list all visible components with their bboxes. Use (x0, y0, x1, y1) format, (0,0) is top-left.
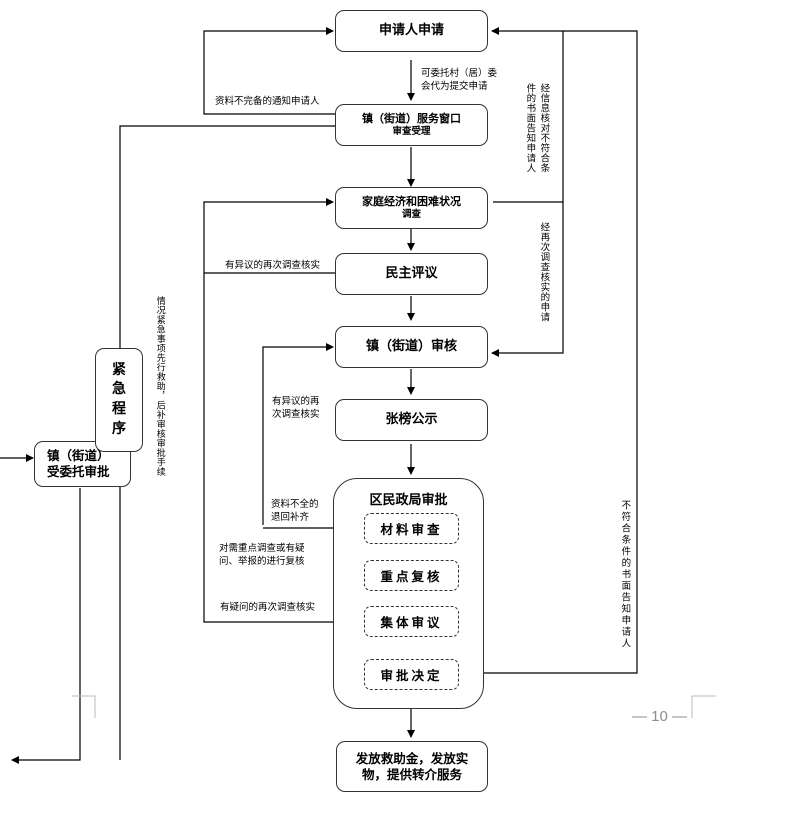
label-entrust: 可委托村（居）委 会代为提交申请 (421, 68, 497, 94)
label-emergency-note: 情况紧急事项先行救助，后补审核审批手续 (154, 296, 165, 477)
node-service-window-line2: 审查受理 (392, 125, 431, 137)
step-collective-review: 集体审议 (364, 606, 459, 637)
node-delegated-approval: 镇（街道） 受委托审批 (34, 441, 131, 487)
label-key-review: 对需重点调查或有疑 问、举报的进行复核 (219, 543, 305, 569)
node-disbursement-line1: 发放救助金，发放实 (355, 750, 469, 766)
label-not-qualified-notice: 不符合条件的书面告知申请人 (619, 500, 631, 650)
node-delegated-approval-line2: 受委托审批 (47, 464, 110, 479)
step-approval-decision: 审批决定 (364, 659, 459, 690)
node-democratic-review-label: 民主评议 (385, 265, 438, 281)
step-approval-decision-label: 审批决定 (380, 668, 443, 683)
node-delegated-approval-line1: 镇（街道） (47, 448, 110, 464)
label-key-review-line1: 对需重点调查或有疑 (219, 543, 305, 554)
step-key-review: 重点复核 (364, 560, 459, 591)
step-material-check: 材料审查 (364, 513, 459, 544)
node-service-window-line1: 镇（街道）服务窗口 (362, 112, 461, 126)
label-reinvestigate-application: 经再次调查核实的申请 (538, 222, 550, 322)
label-objection-recheck-2-line2: 次调查核实 (272, 408, 320, 420)
label-verify-not-qualified-b: 件的书面告知申请人 (524, 83, 536, 173)
step-collective-review-label: 集体审议 (380, 615, 443, 630)
node-district-approval-label: 区民政局审批 (369, 493, 448, 508)
label-incomplete-return-line2: 退回补齐 (271, 511, 310, 523)
node-service-window: 镇（街道）服务窗口 审查受理 (335, 104, 488, 146)
node-survey-line1: 家庭经济和困难状况 (362, 195, 461, 209)
emergency-char: 急 (112, 381, 126, 398)
node-democratic-review: 民主评议 (335, 253, 488, 295)
label-objection-recheck-2: 有异议的再 次调查核实 (272, 396, 320, 422)
node-town-review: 镇（街道）审核 (335, 326, 488, 368)
page-number: — 10 — (632, 708, 688, 725)
node-apply-label: 申请人申请 (378, 22, 444, 38)
label-entrust-line1: 可委托村（居）委 (421, 68, 498, 79)
label-objection-recheck: 有异议的再次调查核实 (225, 260, 321, 271)
label-incomplete-return: 资料不全的 退回补齐 (271, 499, 319, 525)
label-doubt-recheck: 有疑问的再次调查核实 (220, 602, 316, 613)
node-apply: 申请人申请 (335, 10, 488, 52)
node-publicity-label: 张榜公示 (385, 411, 438, 427)
label-objection-recheck-2-line1: 有异议的再 (272, 396, 320, 407)
label-incomplete-notice: 资料不完备的通知申请人 (215, 96, 320, 107)
node-survey-line2: 调查 (401, 208, 421, 220)
node-disbursement-line2: 物，提供转介服务 (361, 766, 462, 782)
step-material-check-label: 材料审查 (380, 522, 443, 537)
label-entrust-line2: 会代为提交申请 (421, 80, 488, 92)
node-survey: 家庭经济和困难状况 调查 (335, 187, 488, 229)
node-emergency-procedure: 紧 急 程 序 (95, 348, 143, 452)
label-key-review-line2: 问、举报的进行复核 (219, 555, 305, 567)
node-disbursement: 发放救助金，发放实 物，提供转介服务 (336, 741, 488, 792)
emergency-char: 紧 (112, 361, 126, 378)
label-verify-not-qualified-a: 经信息核对不符合条 (538, 83, 550, 173)
step-key-review-label: 重点复核 (380, 569, 443, 584)
emergency-char: 程 (112, 401, 126, 417)
label-incomplete-return-line1: 资料不全的 (271, 499, 319, 510)
node-town-review-label: 镇（街道）审核 (365, 338, 457, 354)
node-publicity: 张榜公示 (335, 399, 488, 441)
emergency-char: 序 (112, 420, 126, 437)
